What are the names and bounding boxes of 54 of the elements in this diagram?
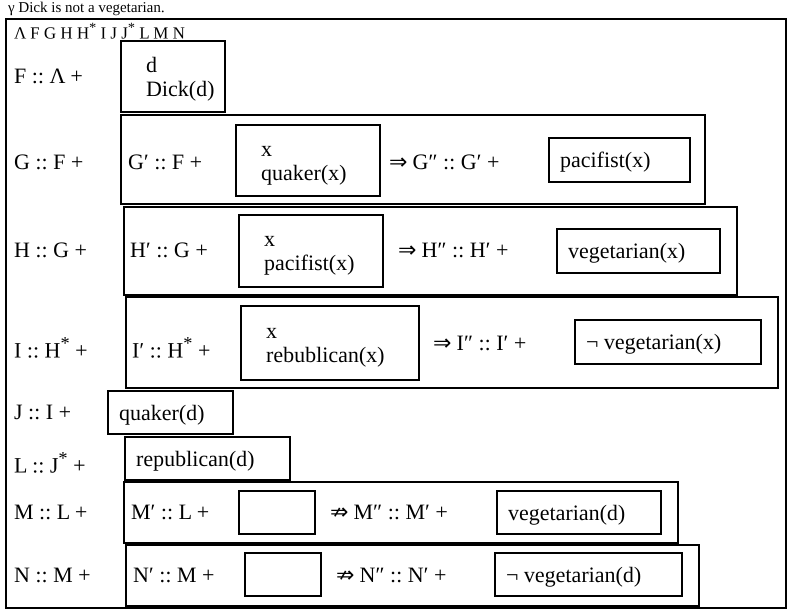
drs-label: ⇏ N″ :: N′ + bbox=[336, 562, 446, 588]
condition-text: quaker(x) bbox=[260, 160, 348, 184]
drs-box bbox=[5, 18, 787, 609]
drs-label: N :: M + bbox=[14, 562, 91, 588]
referent-list: Λ F G H H$^{*}$ I J J$^{*}$ L M N bbox=[14, 19, 185, 43]
condition-text: quaker(d) bbox=[119, 400, 206, 424]
drs-label: I :: H$^{*}$ + bbox=[14, 332, 88, 364]
referent-text: x bbox=[263, 227, 276, 251]
referent-text: x bbox=[265, 319, 278, 343]
condition-text: vegetarian(x) bbox=[568, 239, 686, 263]
drs-label: M′ :: L + bbox=[131, 499, 210, 525]
condition-text: ¬ vegetarian(d) bbox=[506, 562, 642, 586]
drs-label: G′ :: F + bbox=[128, 149, 202, 175]
condition-text: republican(d) bbox=[136, 446, 256, 470]
condition-text: vegetarian(d) bbox=[508, 500, 626, 524]
condition-box bbox=[548, 137, 691, 183]
heading-text: γ Dick is not a vegetarian. bbox=[8, 0, 165, 17]
referent-text: x bbox=[260, 136, 273, 160]
drs-label: H′ :: G + bbox=[130, 237, 208, 263]
condition-box bbox=[120, 40, 226, 113]
drs-label: ⇒ G″ :: G′ + bbox=[389, 149, 500, 175]
condition-box bbox=[556, 228, 721, 274]
drs-box bbox=[123, 481, 679, 544]
condition-text: Dick(d) bbox=[145, 76, 216, 100]
drs-box bbox=[120, 114, 706, 205]
condition-box bbox=[107, 390, 234, 435]
drs-label: F :: Λ + bbox=[14, 63, 83, 89]
condition-text: ¬ vegetarian(x) bbox=[586, 330, 722, 354]
referent-text: d bbox=[145, 52, 158, 76]
drs-label: ⇏ M″ :: M′ + bbox=[330, 499, 448, 525]
condition-text: pacifist(x) bbox=[560, 148, 652, 172]
drs-box bbox=[125, 296, 779, 389]
drs-label: ⇒ I″ :: I′ + bbox=[433, 330, 526, 356]
drs-box bbox=[125, 544, 700, 607]
empty-box bbox=[244, 552, 322, 597]
condition-text: rebublican(x) bbox=[265, 343, 386, 367]
condition-text: pacifist(x) bbox=[263, 251, 356, 275]
condition-box bbox=[240, 305, 420, 381]
drs-label: J :: I + bbox=[14, 399, 72, 425]
drs-label: G :: F + bbox=[14, 149, 84, 175]
condition-box bbox=[496, 490, 662, 535]
condition-box bbox=[494, 552, 683, 597]
condition-box bbox=[235, 124, 381, 197]
drs-box bbox=[123, 206, 738, 296]
drs-label: L :: J$^{*}$ + bbox=[14, 447, 86, 478]
drs-label: I′ :: H$^{*}$ + bbox=[132, 332, 210, 364]
drs-label: N′ :: M + bbox=[133, 562, 214, 588]
condition-box bbox=[574, 319, 762, 365]
condition-box bbox=[238, 214, 384, 288]
empty-box bbox=[238, 490, 316, 535]
drs-label: M :: L + bbox=[14, 499, 88, 525]
drs-label: H :: G + bbox=[14, 237, 87, 263]
drs-label: ⇒ H″ :: H′ + bbox=[398, 237, 508, 263]
condition-box bbox=[124, 436, 291, 481]
